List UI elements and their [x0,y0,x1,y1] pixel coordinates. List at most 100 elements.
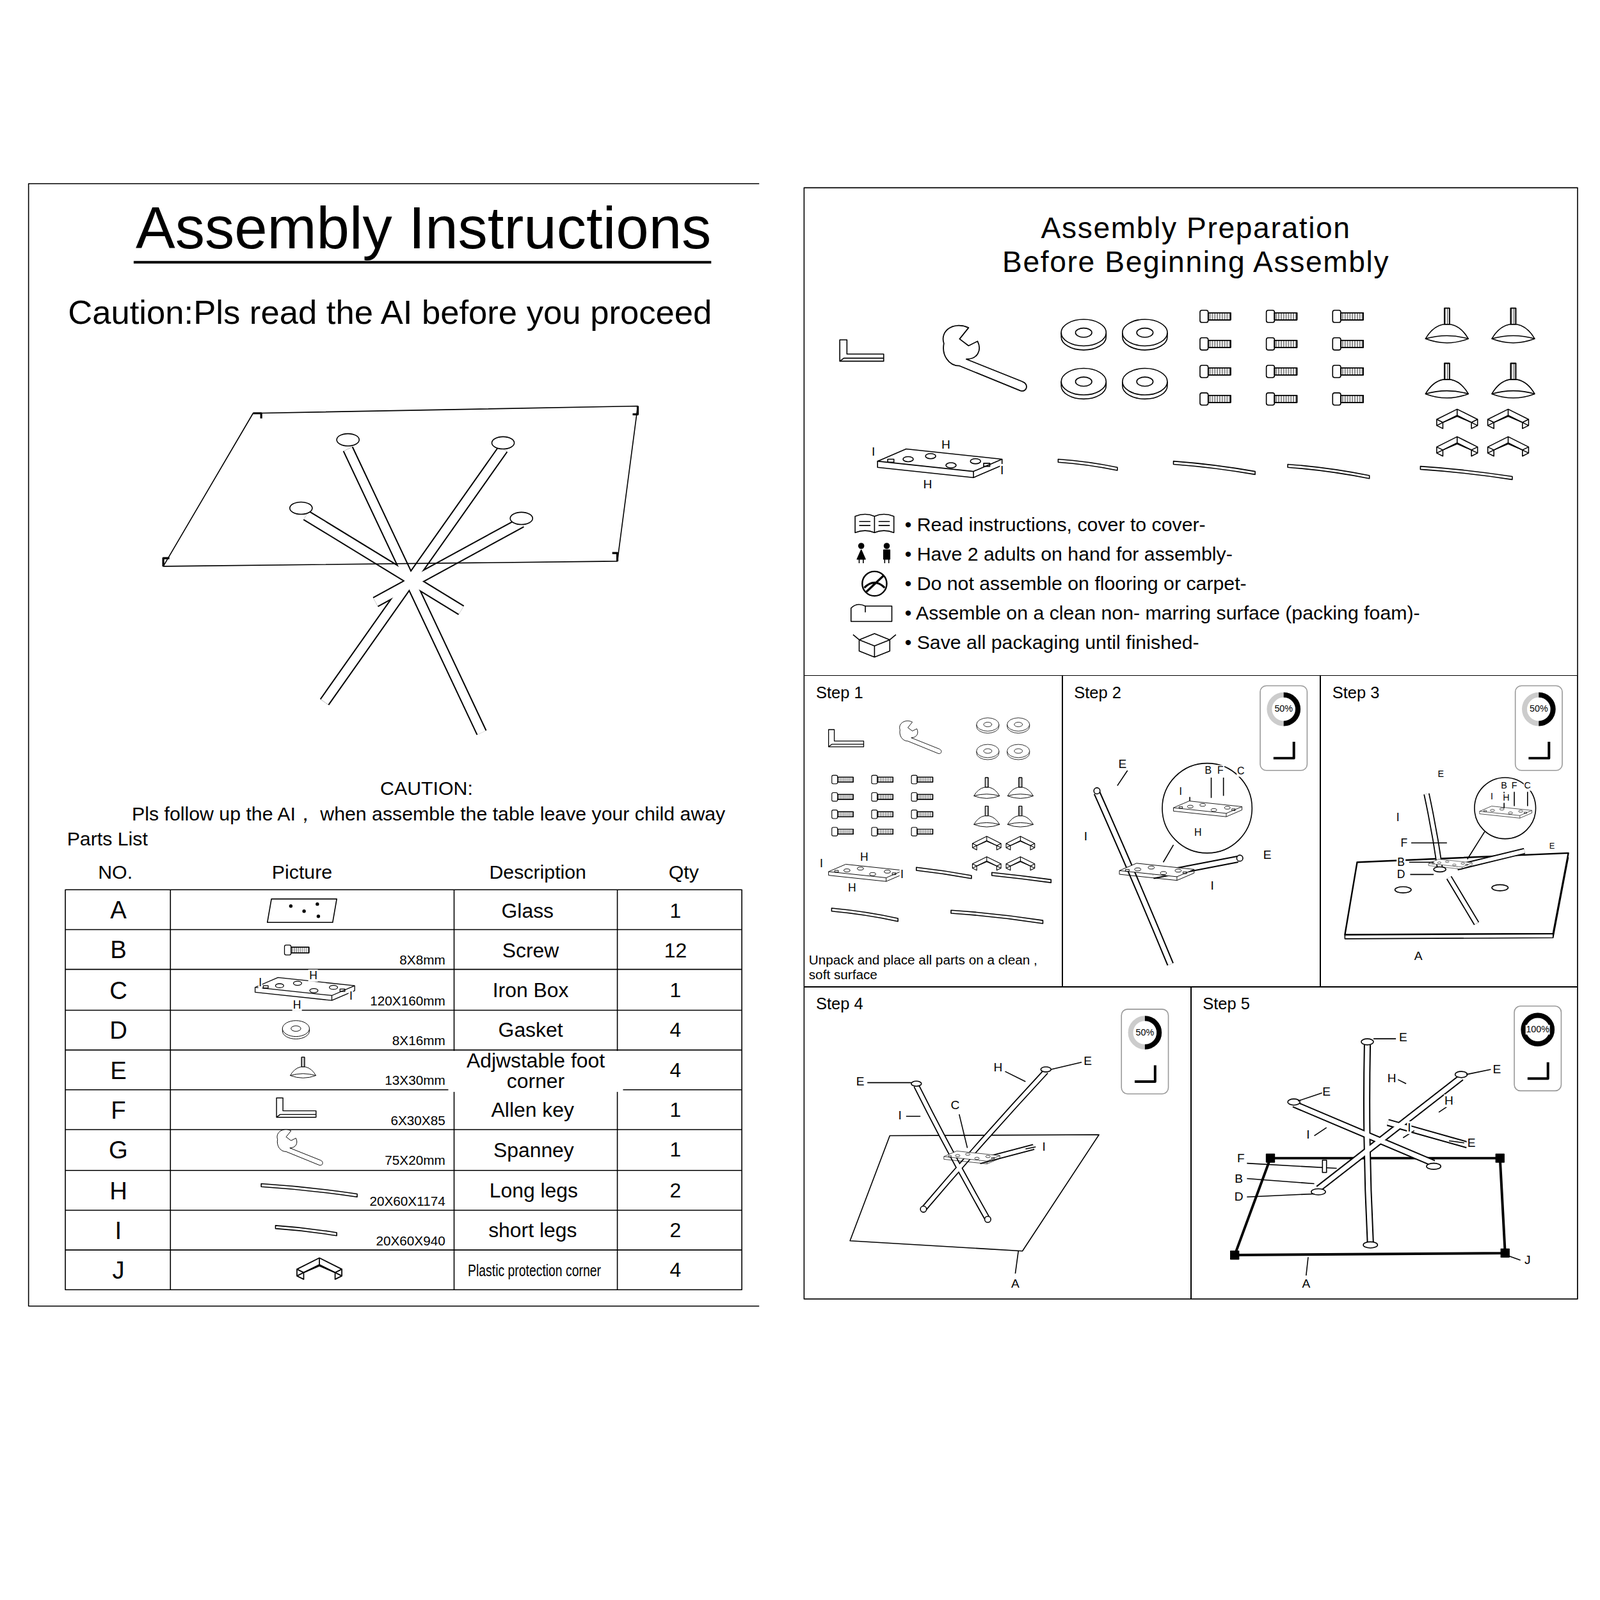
label-text: 120X160mm [369,993,446,1008]
label-text: 100% [1525,1024,1551,1035]
label-text: Gasket [497,1020,564,1042]
label-text: 50% [1528,704,1549,715]
step-panel: Step 5 [1191,986,1578,1300]
label-text: • Read instructions, cover to cover- [904,514,1207,536]
step-panel: Step 1Unpack and place all parts on a cl… [803,675,1062,987]
step2-drawing [1093,763,1252,965]
part-letter: H [308,969,319,982]
part-letter: F [1511,780,1519,791]
part-letter: I [257,976,263,989]
part-letter: B [1203,764,1213,776]
part-letter: I [897,1109,903,1122]
part-letter: E [1436,769,1445,780]
part-letter: B [109,936,128,963]
part-letter: A [1010,1277,1021,1291]
step-note: Unpack and place all parts on a clean , … [808,952,1060,983]
page-title: Assembly Instructions [135,197,712,260]
label-text: Allen key [490,1099,575,1121]
part-letter: I [1041,1140,1046,1154]
part-letter: 1 [669,1139,683,1161]
step-heading: Step 2 [1073,683,1122,702]
label-text: 50% [1273,704,1294,715]
label-text: • Do not assemble on flooring or carpet- [904,573,1248,594]
label-text: • Assemble on a clean non- marring surfa… [904,602,1421,624]
part-letter: J [111,1257,125,1284]
label-text: • Save all packaging until finished- [904,632,1200,654]
part-letter: I [1083,830,1088,843]
label-text: Adjwstable foot corner [448,1050,624,1092]
label-text: Spanney [492,1140,575,1162]
step-panel: Step 2 [1062,675,1321,987]
label-text: Pls follow up the AI， when assemble the … [131,803,726,825]
table-drawing [163,406,638,733]
part-letter: E [1321,1085,1332,1099]
part-letter: F [110,1097,127,1124]
part-letter: E [109,1057,128,1083]
part-letter: I [1406,1121,1412,1135]
part-letter: 2 [669,1180,683,1202]
part-letter: H [992,1061,1003,1074]
step5-drawing [1230,1038,1521,1276]
part-letter: H [1386,1072,1398,1085]
parts-table-grid [65,889,742,1290]
part-letter: I [1209,879,1215,893]
part-letter: D [1233,1190,1245,1204]
label-text: Plastic protection corner [467,1262,602,1280]
part-letter: D [1396,868,1407,880]
step3-drawing [1344,777,1568,939]
part-letter: A [1301,1277,1311,1291]
part-letter: H [1502,792,1510,803]
label-text: 75X20mm [384,1153,446,1168]
part-letter: I [999,464,1005,477]
part-letter: H [1443,1094,1455,1108]
label-text: 20X60X940 [375,1233,446,1248]
label-text: 8X8mm [398,952,446,968]
part-letter: B [1500,780,1508,791]
part-letter: H [292,999,303,1011]
part-letter: H [859,851,870,863]
part-letter: A [109,897,128,923]
part-letter: E [1082,1054,1093,1068]
part-letter: H [940,438,952,452]
label-text: Long legs [488,1180,579,1202]
part-letter: 4 [669,1259,683,1281]
label-text: Parts List [66,828,149,850]
parts-overview [839,308,1535,480]
label-text: • Have 2 adults on hand for assembly- [904,544,1234,565]
part-letter: E [1548,841,1556,850]
part-letter: I [1395,811,1401,824]
step-heading: Step 3 [1332,683,1380,702]
step1-parts [828,718,1052,924]
label-text: Picture [271,862,333,883]
part-letter: B [1396,856,1406,868]
part-letter: 1 [669,979,683,1001]
part-letter: C [949,1098,960,1112]
part-letter: 1 [669,1099,683,1121]
part-letter: I [348,990,354,1002]
part-letter: 1 [669,900,683,922]
part-letter: B [1233,1171,1244,1185]
part-letter: C [108,977,128,1004]
label-text: Iron Box [492,979,570,1001]
part-letter: I [871,445,876,459]
part-letter: C [1523,780,1532,791]
label-text: Screw [501,940,560,962]
part-letter: 4 [669,1020,683,1042]
part-letter: G [108,1137,129,1163]
label-text: NO. [97,862,134,883]
part-letter: I [899,868,905,880]
part-letter: H [108,1178,128,1204]
label-text: 13X30mm [384,1073,446,1088]
part-letter: E [1262,848,1273,862]
part-letter: I [1489,792,1494,802]
part-letter: E [1466,1136,1477,1150]
part-letter: 12 [663,940,688,962]
label-text: Assembly Preparation Before Beginning As… [995,210,1397,279]
label-text: 6X30X85 [389,1113,446,1128]
part-letter: I [114,1217,123,1244]
part-letter: E [1117,757,1128,771]
part-letter: J [1523,1253,1532,1267]
part-letter: I [819,857,824,870]
step-panel: Step 3 [1320,675,1578,987]
part-letter: E [855,1075,866,1088]
